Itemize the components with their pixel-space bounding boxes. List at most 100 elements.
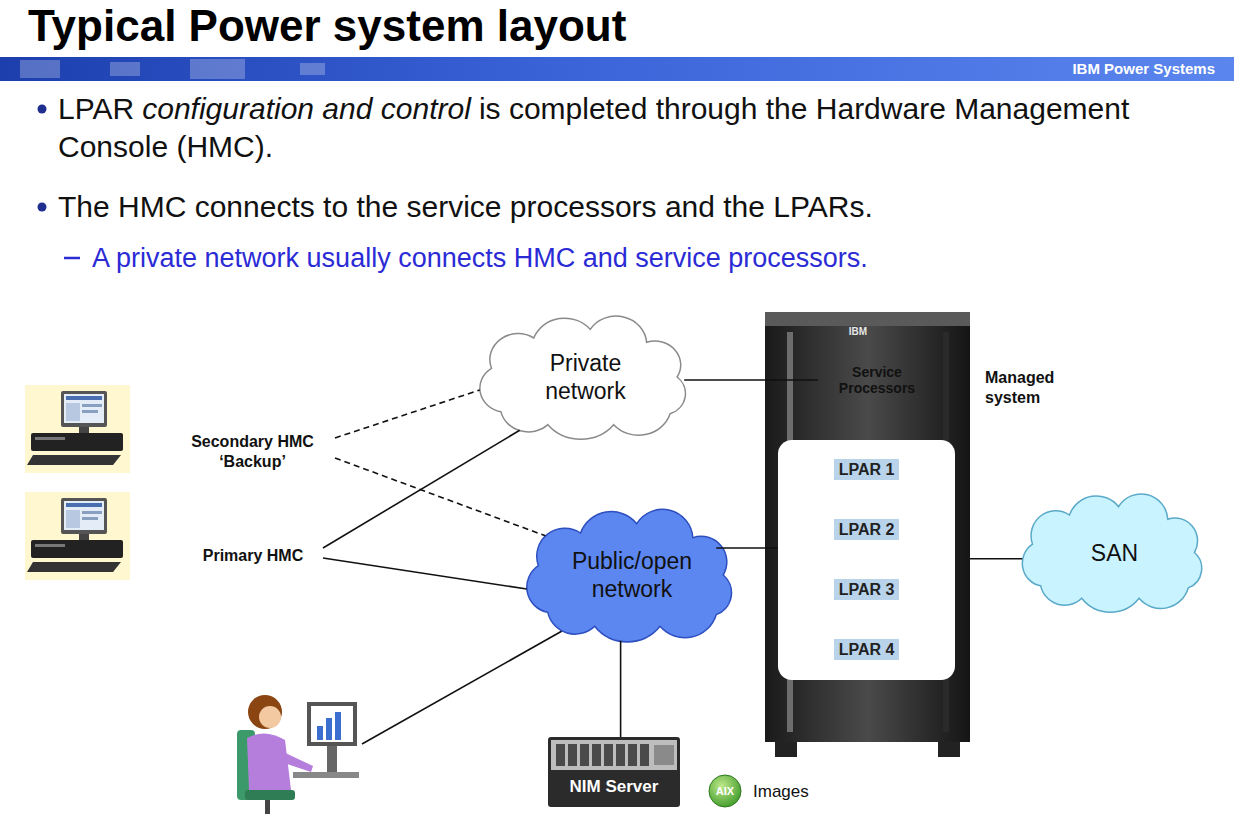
hmc-computer-icon [25,492,130,580]
text-column: LPAR 1 [834,461,900,479]
rack-foot [938,742,960,757]
monitor-stand [327,746,337,772]
network-link [716,547,778,549]
cloud-text-column: SAN [1091,539,1138,567]
text-column: LPAR 2 [834,521,900,539]
texture-block [300,63,325,75]
cloud-outline [515,505,749,645]
brand-label-box: IBM Power Systems [1000,58,1215,80]
cloud-text-column: Private network [526,349,646,405]
hmc-label: Secondary HMC ‘Backup’ [170,432,335,472]
chair-post [265,800,270,814]
drive-bay [640,744,649,766]
icon-ground [25,492,130,580]
screen [64,501,104,530]
rack-body [765,312,970,742]
drive-bay [592,744,601,766]
screen [64,394,104,423]
rack-top [765,312,970,326]
box-text-box: Service Processors [819,359,935,401]
window-line [82,511,102,514]
sub-bullet-text: A private network usually connects HMC a… [92,243,868,273]
bullet [38,105,47,114]
image-label: Images [753,782,809,801]
drive-bay [580,744,589,766]
user-link-line [362,631,562,744]
text-column: LPAR 3 [834,581,900,599]
title-text: Typical Power system layout [28,1,626,50]
keyboard [27,455,121,465]
aix-badge-text-box: AIX [707,784,743,798]
hmc-computer-icon [25,385,130,473]
cloud-text-box: Public/open network [515,505,749,645]
rack-logo: IBM [849,326,867,337]
bullet-text: LPARconfiguration and controlis complete… [58,90,1168,166]
monitor-neck [79,427,89,433]
desktop-case [31,540,123,558]
bullet [38,203,47,212]
cloud-text-box: Private network [468,312,703,442]
network-name: Private network [526,349,646,405]
partition-name: LPAR 2 [834,519,900,540]
server-rack: Service ProcessorsLPAR 1LPAR 2LPAR 3LPAR… [765,312,970,757]
text-column: Secondary HMC ‘Backup’ [170,432,335,472]
cloud-shape [527,509,732,642]
server-body [548,737,680,807]
network-cloud: Public/open network [515,505,749,645]
network-link [335,458,545,536]
window-line [82,404,102,407]
lpar-panel [778,440,955,680]
window-pane [66,510,80,528]
texture-block [190,59,245,79]
window-line [82,517,98,520]
network-link [335,390,480,438]
drive-slot [35,437,65,440]
sub-bullet-text-box: A private network usually connects HMC a… [92,241,1212,275]
drive-slot [35,544,65,547]
partition-name: LPAR 1 [834,459,900,480]
chair-seat [245,790,295,800]
network-link [323,558,527,589]
window-bar [66,503,102,507]
sub-bullet-dash [64,257,80,260]
window-bar [66,396,102,400]
nim-server: NIM Server [548,737,680,807]
header-bar-texture [20,59,325,79]
window-line [82,410,98,413]
drive-bay [556,744,565,766]
bullet-text-box: The HMC connects to the service processo… [58,188,1208,226]
text-column: Service Processors [819,364,935,396]
text-column: Primary HMC [203,546,303,566]
console-name: Secondary HMC ‘Backup’ [170,432,335,472]
network-link [970,558,1022,560]
monitor [61,391,107,427]
partition-name: LPAR 3 [834,579,900,600]
rack-logo-box: IBM [838,326,878,338]
monitor [61,498,107,534]
server-panel [654,745,674,765]
monitor [307,702,357,746]
chart-bar [326,718,332,740]
keyboard [27,562,121,572]
cloud-shape [480,316,686,439]
hair [248,695,282,729]
console-name: Primary HMC [203,546,303,566]
screen [311,706,353,742]
network-name: Public/open network [562,547,702,603]
system-name: Managed system [985,369,1054,406]
label-text-box: Primary HMC [183,546,323,566]
rack-foot [775,742,797,757]
cloud-text-column: Public/open network [562,547,702,603]
network-cloud: SAN [1012,490,1217,615]
drive-bay [568,744,577,766]
bullet-text: The HMC connects to the service processo… [58,190,873,223]
chart-bar [317,726,323,740]
texture-block [20,60,60,78]
header-bar [0,57,1234,81]
network-cloud: Private network [468,312,703,442]
network-link [323,430,520,548]
cloud-text-box: SAN [1012,490,1217,615]
hmc-label: Primary HMC [183,546,323,566]
bullet-text: LPAR [58,92,134,125]
label-text-box: Secondary HMC ‘Backup’ [170,432,335,472]
